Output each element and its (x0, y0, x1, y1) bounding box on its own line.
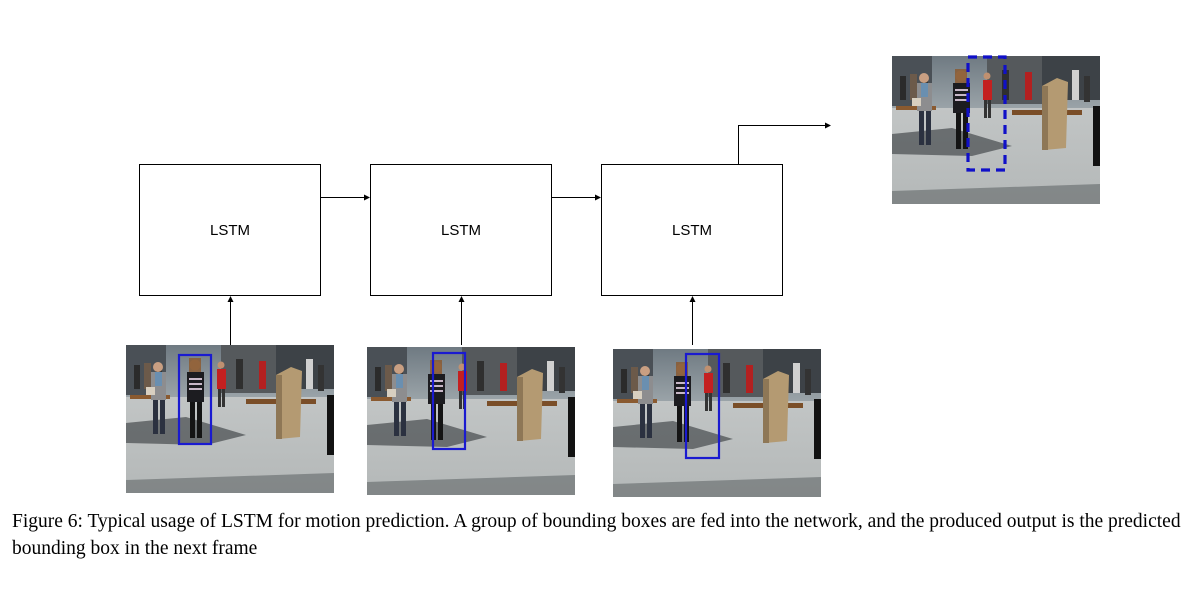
lstm-block-3: LSTM (601, 164, 783, 296)
bounding-box-3 (684, 352, 721, 460)
lstm-label-2: LSTM (441, 222, 481, 239)
output-frame (892, 55, 1100, 204)
input-frame-1 (126, 345, 334, 493)
bounding-box-2 (431, 351, 467, 451)
lstm-block-2: LSTM (370, 164, 552, 296)
lstm-label-1: LSTM (210, 222, 250, 239)
input-frame-2 (367, 347, 575, 495)
lstm-block-1: LSTM (139, 164, 321, 296)
predicted-bounding-box (966, 55, 1007, 172)
input-frame-3 (613, 349, 821, 497)
arrow-output (738, 122, 831, 164)
figure-caption: Figure 6: Typical usage of LSTM for moti… (12, 511, 1181, 559)
bounding-box-1 (177, 353, 213, 446)
lstm-diagram: LSTM LSTM LSTM (126, 55, 1100, 497)
lstm-label-3: LSTM (672, 222, 712, 239)
